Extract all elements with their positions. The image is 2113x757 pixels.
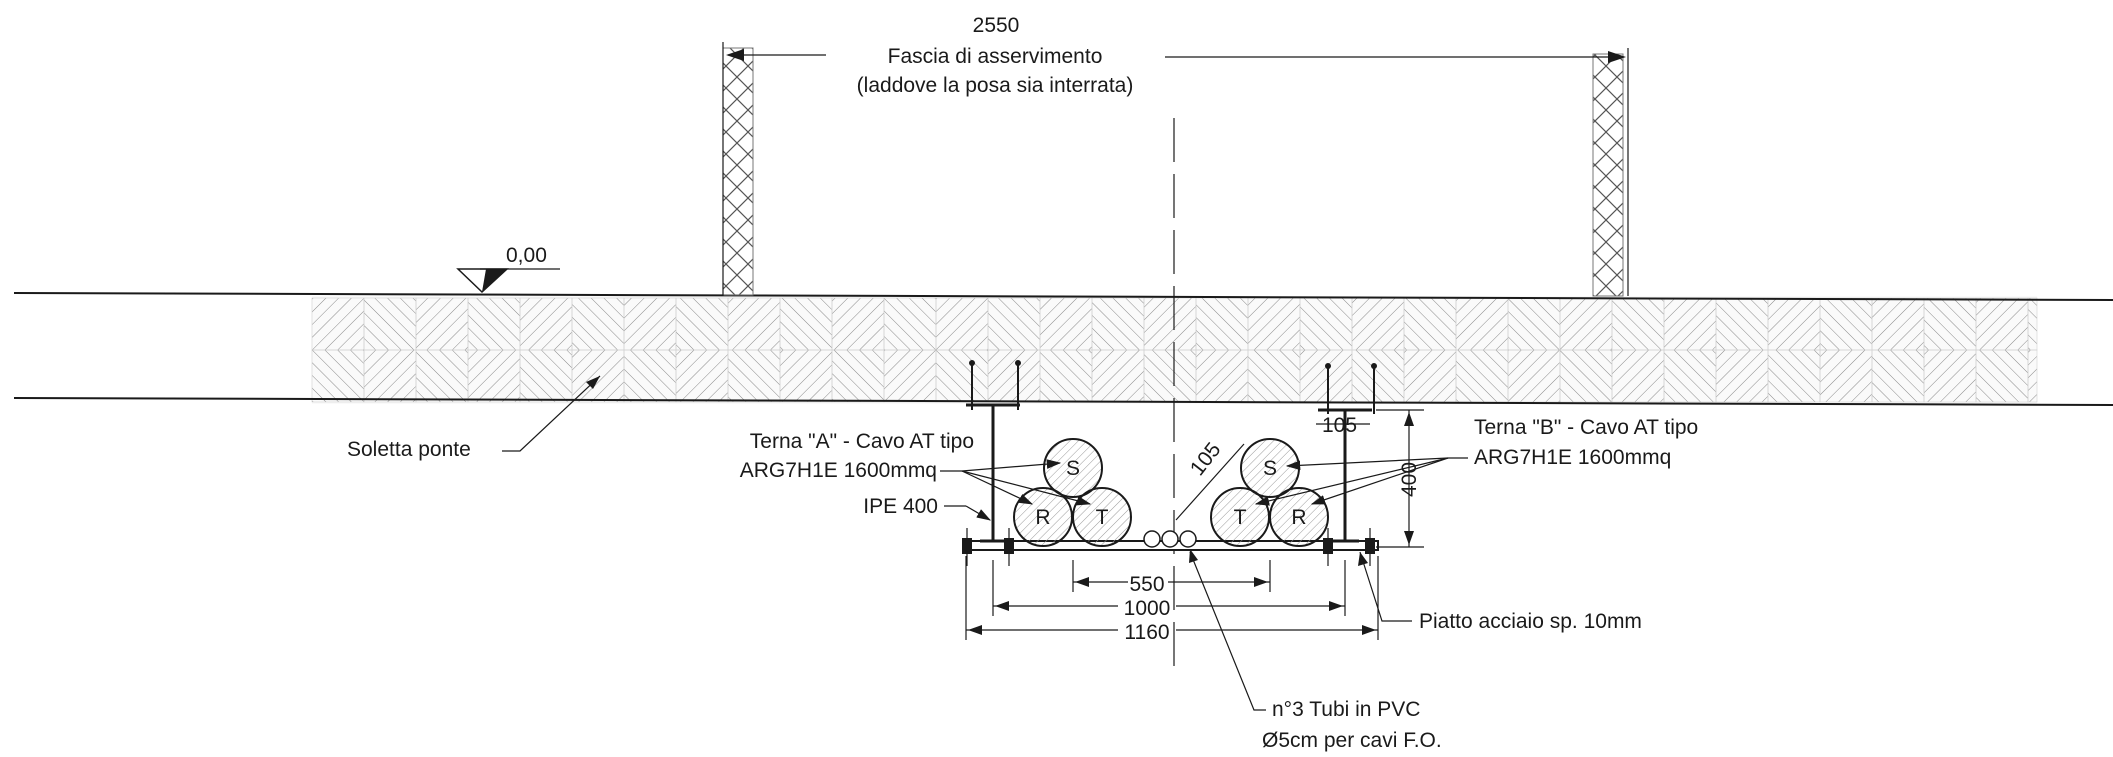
bolt	[962, 528, 972, 566]
ipe-beam-right	[1318, 363, 1377, 543]
cable-trefoil-right: S T R	[1210, 438, 1329, 547]
cable-right-r-label: R	[1291, 506, 1306, 529]
tubes-label-line2: Ø5cm per cavi F.O.	[1262, 729, 1442, 752]
bolt	[1323, 528, 1333, 566]
level-marker: 0,00	[456, 244, 560, 294]
level-value: 0,00	[506, 244, 547, 267]
terna-a-callout: Terna "A" - Cavo AT tipo ARG7H1E 1600mmq	[740, 430, 1092, 506]
pvc-tube	[1161, 530, 1179, 548]
cable-left-t-label: T	[1096, 506, 1109, 529]
dimension-1000-value: 1000	[1124, 597, 1171, 620]
pvc-tube	[1143, 530, 1161, 548]
slab-herringbone-hatch	[311, 297, 2038, 403]
tubes-label-line1: n°3 Tubi in PVC	[1272, 698, 1420, 721]
dimension-1000: 1000	[992, 560, 1346, 620]
bolt	[1004, 528, 1014, 566]
ipe-beam-left	[966, 360, 1021, 543]
cable-left-s	[1043, 438, 1103, 498]
easement-band-label: Fascia di asservimento	[888, 45, 1103, 68]
dimension-1160-value: 1160	[1124, 621, 1169, 644]
plate-bolts	[962, 528, 1375, 566]
dimension-105-diag-value: 105	[1186, 438, 1226, 480]
dimension-105-top: 105	[1316, 414, 1370, 437]
easement-band: 2550 Fascia di asservimento (laddove la …	[722, 14, 1629, 297]
cable-right-s-label: S	[1263, 457, 1277, 480]
dimension-400: 400	[1376, 409, 1424, 548]
tubes-callout: n°3 Tubi in PVC Ø5cm per cavi F.O.	[1189, 549, 1442, 752]
dimension-105-top-value: 105	[1322, 414, 1357, 437]
bridge-slab	[13, 292, 2113, 406]
ipe-label: IPE 400	[863, 495, 938, 518]
terna-b-line1: Terna "B" - Cavo AT tipo	[1474, 416, 1698, 439]
pvc-tubes	[1143, 530, 1197, 548]
plate-callout: Piatto acciaio sp. 10mm	[1358, 551, 1642, 633]
pvc-tube	[1179, 530, 1197, 548]
plate-label: Piatto acciaio sp. 10mm	[1419, 610, 1642, 633]
dimension-550: 550	[1072, 560, 1271, 596]
dimension-1160: 1160	[965, 556, 1379, 644]
terna-a-line1: Terna "A" - Cavo AT tipo	[750, 430, 974, 453]
terna-a-line2: ARG7H1E 1600mmq	[740, 459, 937, 482]
easement-band-note: (laddove la posa sia interrata)	[857, 74, 1134, 97]
ipe-callout: IPE 400	[863, 495, 992, 521]
cable-left-s-label: S	[1066, 457, 1080, 480]
dimension-550-value: 550	[1129, 573, 1164, 596]
terna-b-callout: Terna "B" - Cavo AT tipo ARG7H1E 1600mmq	[1254, 416, 1698, 506]
slab-label-group: Soletta ponte	[347, 375, 601, 461]
slab-label: Soletta ponte	[347, 438, 471, 461]
terna-b-line2: ARG7H1E 1600mmq	[1474, 446, 1671, 469]
cable-trefoil-left: S R T	[1013, 438, 1132, 547]
cable-right-t-label: T	[1234, 506, 1247, 529]
top-dimension-2550: 2550	[973, 14, 1020, 37]
cable-left-r-label: R	[1035, 506, 1050, 529]
dimension-400-value: 400	[1398, 462, 1421, 497]
bolt	[1365, 528, 1375, 566]
